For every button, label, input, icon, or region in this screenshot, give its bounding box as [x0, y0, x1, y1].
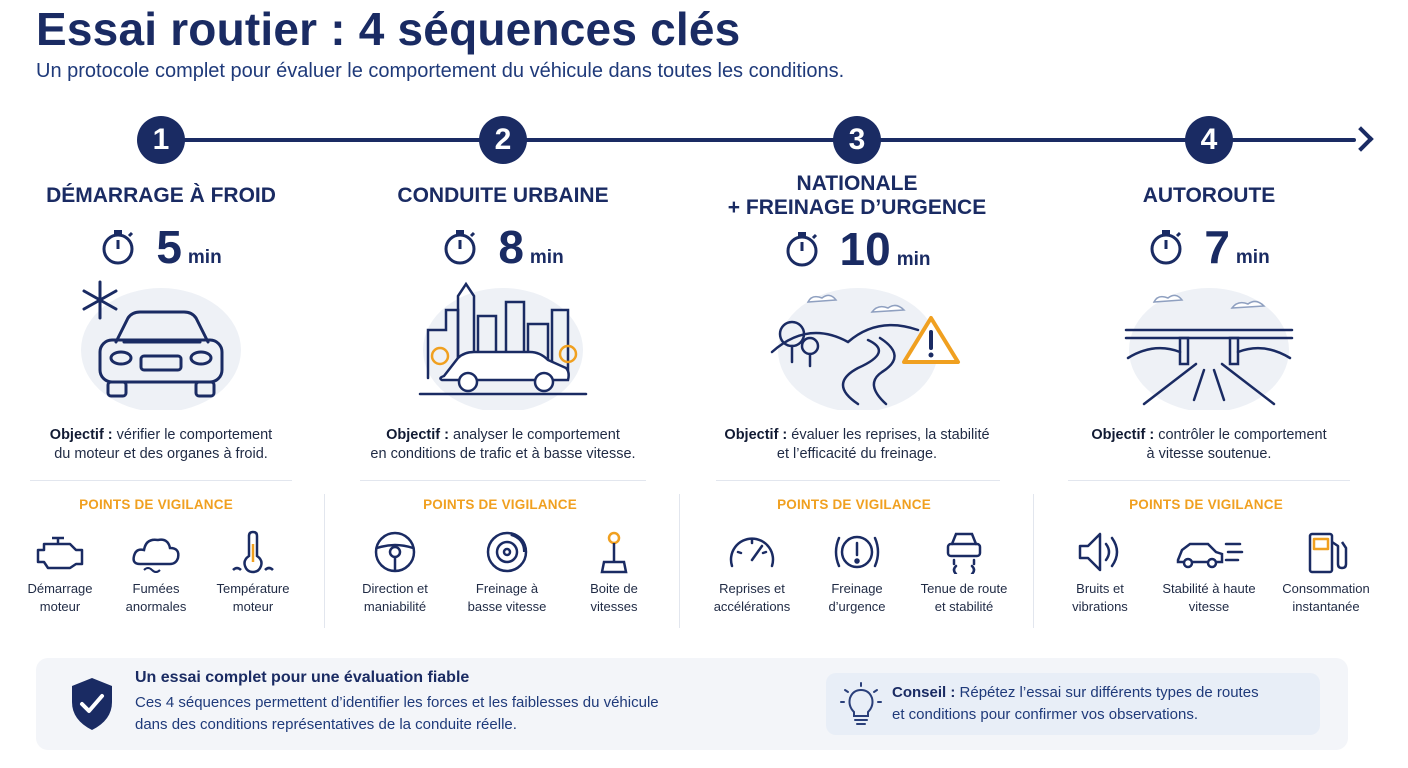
page-title: Essai routier : 4 séquences clés [36, 3, 741, 55]
divider [360, 480, 646, 481]
step-1-objective: Objectif : vérifier le comportement du m… [49, 427, 273, 462]
vigilance-title: POINTS DE VIGILANCE [423, 497, 577, 512]
shield-check-icon [72, 678, 112, 730]
vigilance-title: POINTS DE VIGILANCE [777, 497, 931, 512]
brake-warning-icon [834, 535, 880, 569]
smoke-cloud-icon [132, 538, 180, 573]
timeline-arrow-icon [1348, 126, 1374, 152]
cold-start-car-illustration [81, 280, 241, 410]
summary-text: Ces 4 séquences permettent d’identifier … [135, 694, 659, 733]
step-2-badge: 2 [479, 116, 527, 164]
car-stability-icon [946, 532, 982, 574]
vigilance-title: POINTS DE VIGILANCE [1129, 497, 1283, 512]
winding-road-illustration [770, 288, 960, 410]
divider [1068, 480, 1350, 481]
step-3-objective: Objectif : évaluer les reprises, la stab… [724, 427, 990, 462]
thermometer-icon [232, 530, 274, 574]
divider [30, 480, 292, 481]
column-divider [1033, 494, 1034, 628]
tip-box [826, 673, 1320, 735]
speaker-icon [1078, 532, 1119, 572]
step-title: DÉMARRAGE À FROID [46, 184, 276, 207]
column-divider [324, 494, 325, 628]
divider [716, 480, 1000, 481]
step-2-objective: Objectif : analyser le comportement en c… [370, 427, 636, 462]
column-divider [679, 494, 680, 628]
engine-icon [36, 536, 84, 570]
fuel-pump-icon [1308, 532, 1348, 574]
timeline-line [160, 138, 1356, 142]
speedometer-icon [729, 537, 775, 568]
vigilance-title: POINTS DE VIGILANCE [79, 497, 233, 512]
step-1-badge: 1 [137, 116, 185, 164]
tip-text: Conseil : Répétez l’essai sur différents… [892, 684, 1259, 723]
step-4-objective: Objectif : contrôler le comportement à v… [1091, 427, 1327, 462]
city-car-illustration [418, 281, 588, 410]
step-title: AUTOROUTE [1142, 184, 1276, 207]
fast-car-icon [1176, 542, 1244, 569]
stopwatch-icon [102, 230, 134, 265]
step-title: CONDUITE URBAINE [397, 184, 609, 207]
gear-stick-icon [600, 531, 628, 574]
page-subtitle: Un protocole complet pour évaluer le com… [36, 60, 845, 82]
stopwatch-icon [444, 230, 476, 265]
summary-title: Un essai complet pour une évaluation fia… [135, 669, 470, 686]
step-3-badge: 3 [833, 116, 881, 164]
lightbulb-icon [840, 682, 882, 725]
stopwatch-icon [786, 232, 818, 267]
highway-bridge-illustration [1124, 288, 1294, 410]
brake-disc-icon [486, 531, 528, 573]
step-title: NATIONALE + FREINAGE D’URGENCE [727, 172, 987, 219]
step-4-badge: 4 [1185, 116, 1233, 164]
stopwatch-icon [1150, 230, 1182, 265]
steering-wheel-icon [374, 531, 416, 573]
